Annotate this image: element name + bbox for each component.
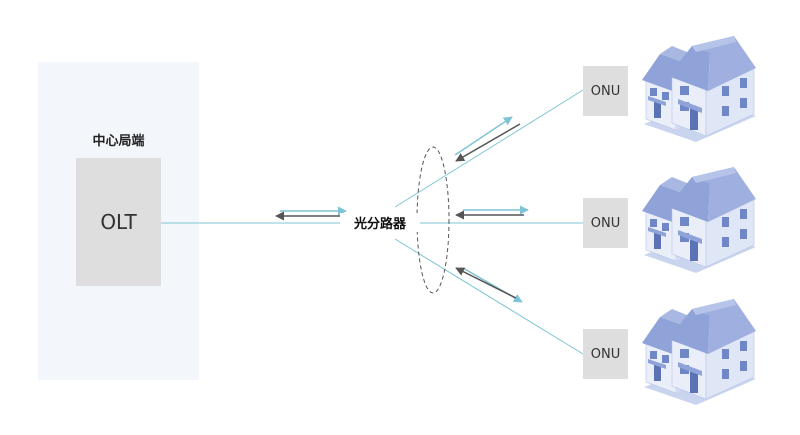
branch-line-3 [394, 238, 584, 355]
branch3-arrow-down [455, 267, 517, 299]
onu-box-3: ONU [583, 329, 628, 379]
central-office-label: 中心局端 [92, 134, 145, 149]
splitter-ellipse [416, 146, 450, 294]
olt-label: OLT [100, 210, 137, 234]
branch-line-1 [394, 89, 584, 208]
branch1-arrow-down [455, 123, 521, 162]
onu-box-1: ONU [583, 66, 628, 116]
onu-label: ONU [590, 215, 621, 231]
olt-box: OLT [76, 158, 161, 286]
splitter-label: 光分路器 [340, 213, 420, 232]
house-icon [642, 167, 756, 273]
house-icon [642, 36, 756, 142]
house-icon [642, 299, 756, 405]
onu-box-2: ONU [583, 198, 628, 248]
branch1-arrow-up [454, 116, 513, 156]
onu-label: ONU [590, 83, 621, 99]
onu-label: ONU [590, 346, 621, 362]
